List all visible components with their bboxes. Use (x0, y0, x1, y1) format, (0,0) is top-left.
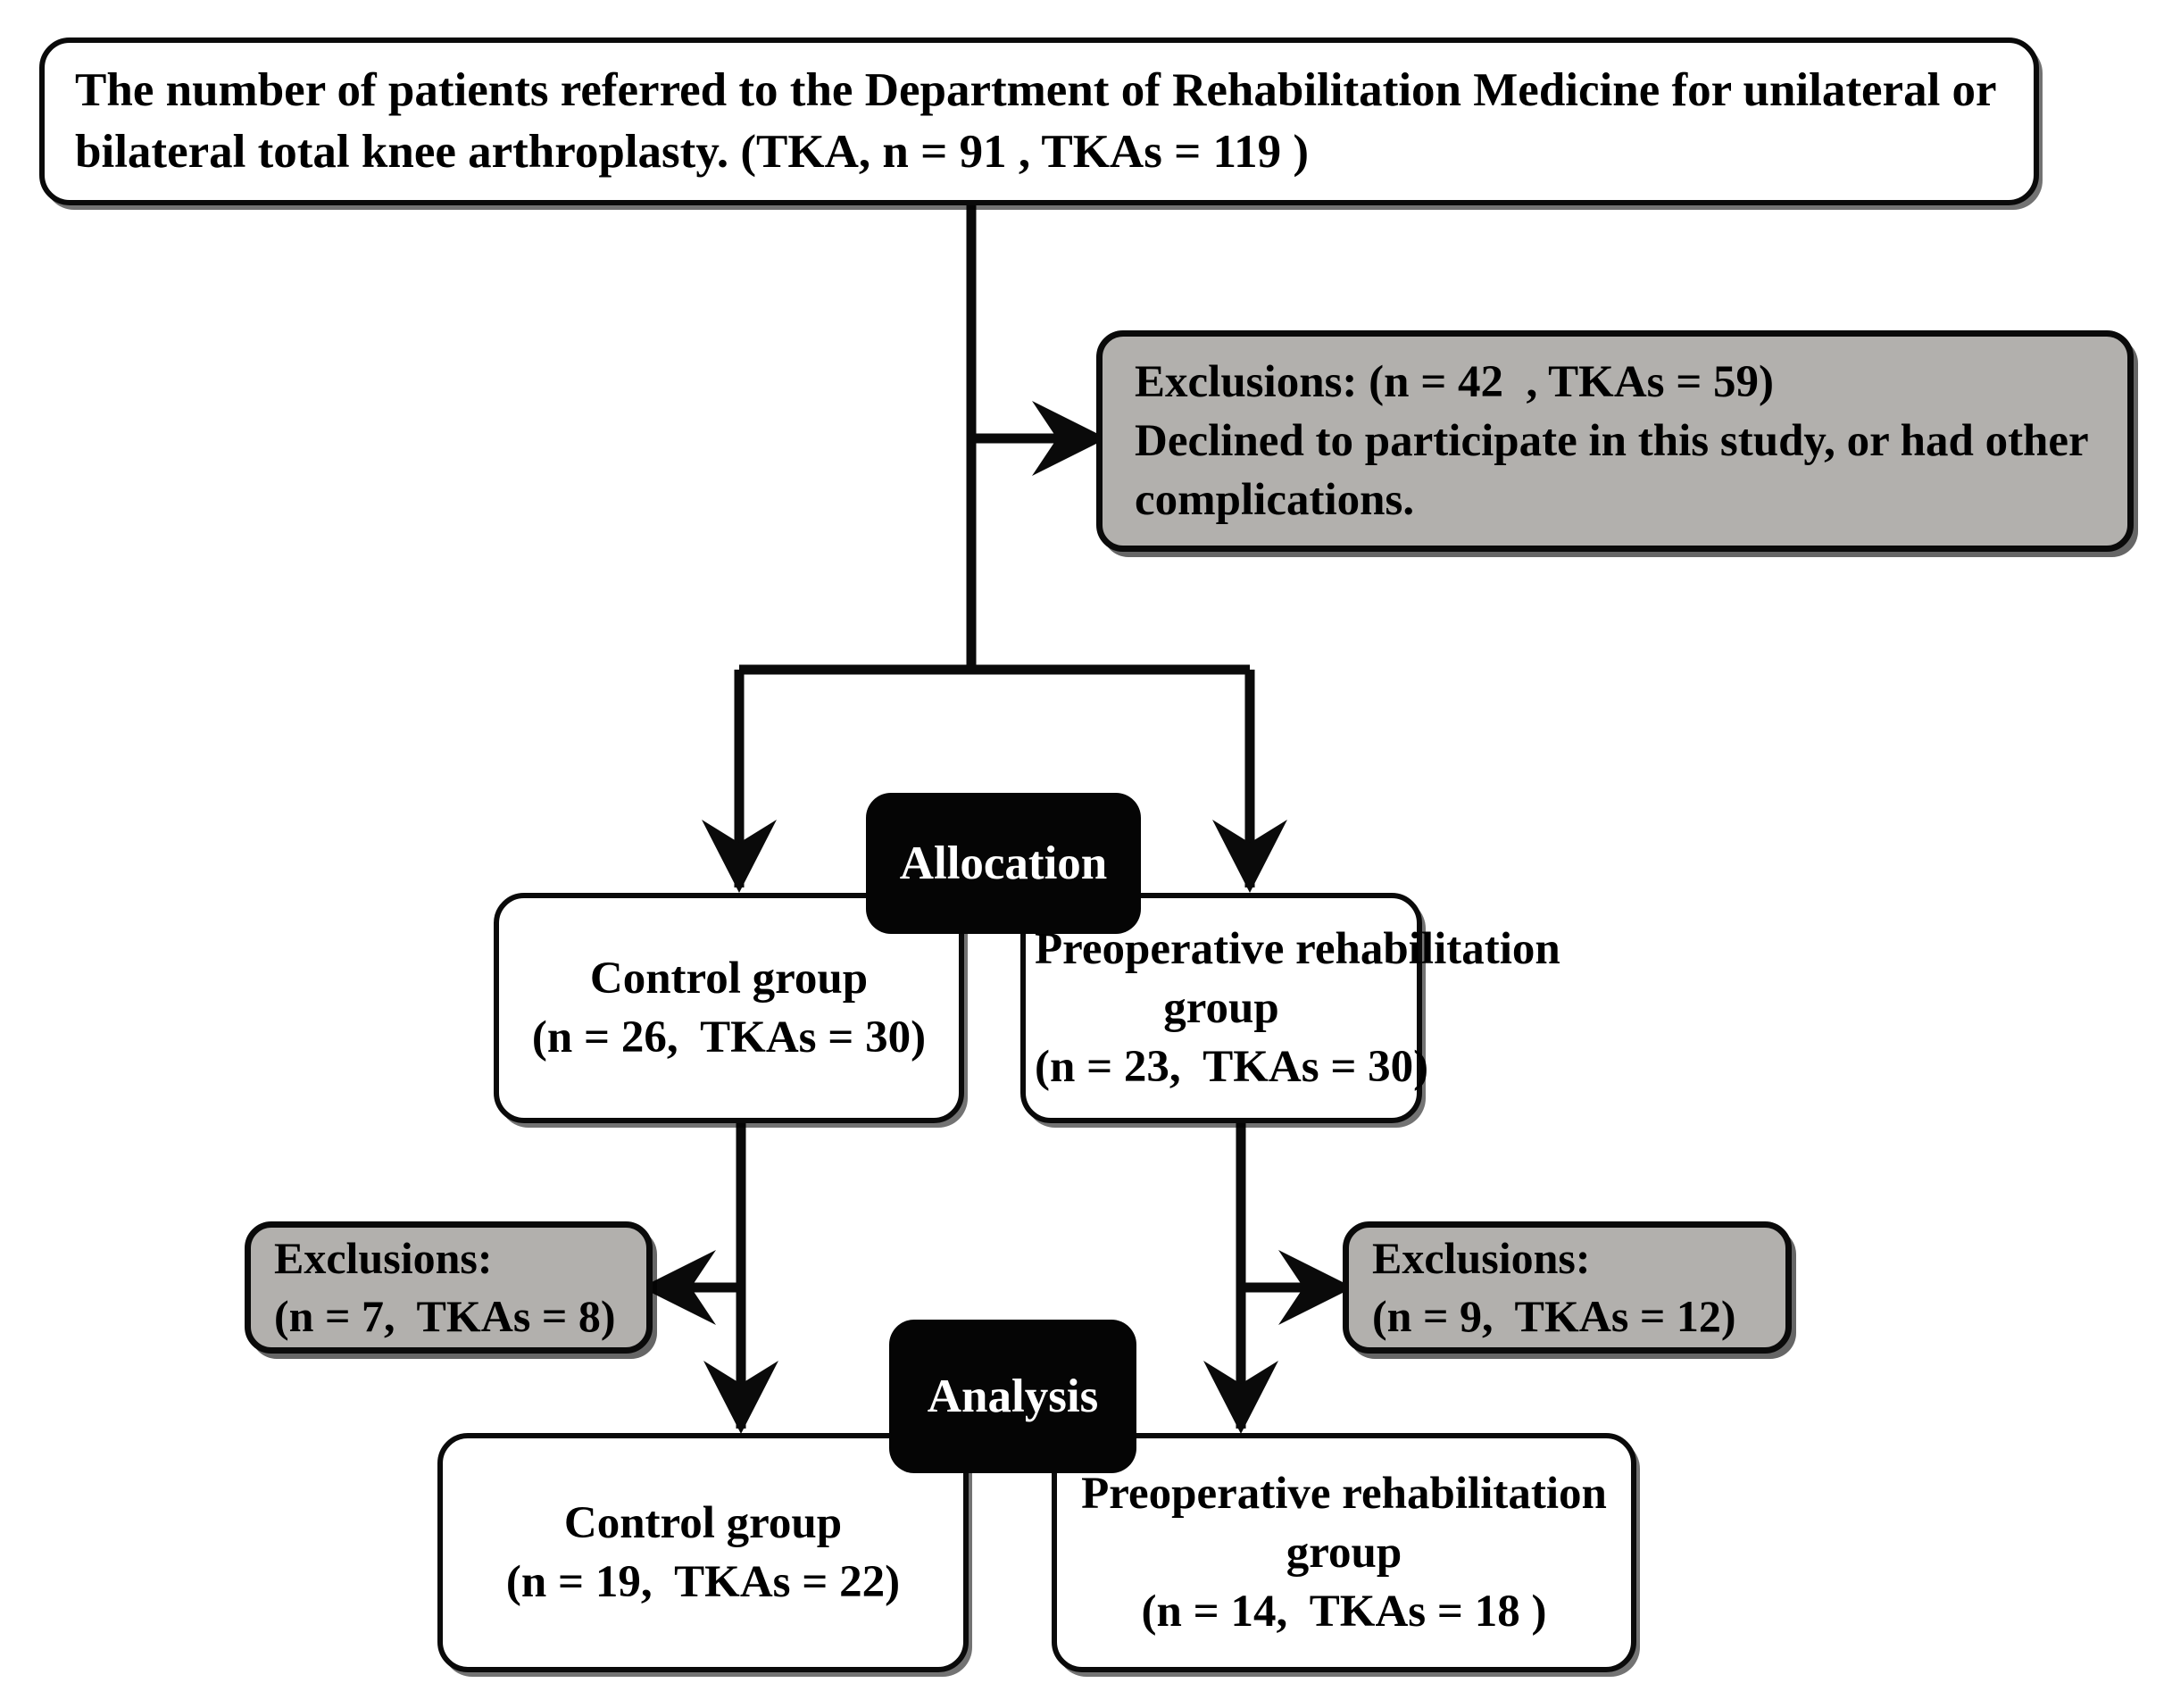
exclusions-right-line-1: Exclusions: (1372, 1233, 1591, 1283)
enrollment-line-1: The number of patients referred to the D… (75, 64, 1997, 117)
arrowhead-prehab-down (1203, 1361, 1278, 1434)
exclusions-top-line-3: complications. (1135, 475, 1415, 526)
control-analysis-line-2: (n = 19, TKAs = 22) (505, 1557, 901, 1607)
enrollment-line-2: bilateral total knee arthroplasty. (TKA,… (75, 126, 1310, 178)
arrowhead-branch-right (1212, 820, 1287, 893)
control-alloc-line-1: Control group (589, 953, 869, 1004)
prehab-alloc-line-3: (n = 23, TKAs = 30) (1035, 1042, 1429, 1093)
analysis-stage-label: Analysis (889, 1320, 1136, 1473)
allocation-stage-label-text: Allocation (899, 837, 1108, 889)
prehab-alloc-line-2: group (1163, 982, 1279, 1033)
arrowhead-branch-left (702, 820, 777, 893)
exclusions-top-line-1: Exclusions: (n = 42 , TKAs = 59) (1135, 356, 1775, 407)
analysis-stage-label-text: Analysis (927, 1370, 1099, 1422)
exclusions-prehab-box: Exclusions: (n = 9, TKAs = 12) (1343, 1221, 1792, 1354)
exclusions-right-line-2: (n = 9, TKAs = 12) (1372, 1291, 1736, 1341)
prehab-analysis-line-2: group (1286, 1527, 1402, 1578)
exclusions-left-line-2: (n = 7, TKAs = 8) (274, 1291, 616, 1341)
allocation-stage-label: Allocation (866, 793, 1141, 934)
exclusions-left-line-1: Exclusions: (274, 1233, 493, 1283)
prehab-alloc-line-1: Preoperative rehabilitation (1035, 923, 1560, 974)
control-analysis-line-1: Control group (563, 1497, 843, 1548)
exclusions-top-box: Exclusions: (n = 42 , TKAs = 59) Decline… (1096, 330, 2134, 552)
preoperative-rehabilitation-group-analysis-box: Preoperative rehabilitation group (n = 1… (1052, 1433, 1636, 1672)
arrowhead-control-down (703, 1361, 778, 1434)
exclusions-control-box: Exclusions: (n = 7, TKAs = 8) (245, 1221, 653, 1354)
control-alloc-line-2: (n = 26, TKAs = 30) (531, 1012, 927, 1062)
prehab-analysis-line-1: Preoperative rehabilitation (1081, 1468, 1607, 1519)
enrollment-box: The number of patients referred to the D… (39, 37, 2039, 205)
control-group-analysis-box: Control group (n = 19, TKAs = 22) (437, 1433, 969, 1672)
exclusions-top-line-2: Declined to participate in this study, o… (1135, 415, 2089, 466)
prehab-analysis-line-3: (n = 14, TKAs = 18 ) (1141, 1587, 1547, 1637)
